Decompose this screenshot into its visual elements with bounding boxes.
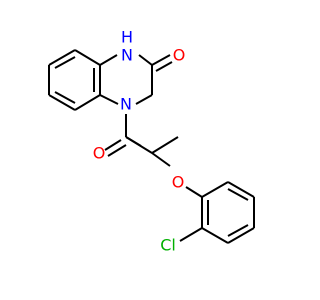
atom-n-lower: N	[120, 95, 132, 114]
ring-carbonyl	[151, 54, 173, 72]
atom-labels: H N O N O O Cl	[93, 28, 186, 255]
chlorophenyl-ring	[201, 181, 255, 244]
atom-nh-h: H	[121, 28, 133, 47]
acyl-chain	[104, 114, 179, 167]
aryl-ether-link	[185, 186, 203, 198]
chloro-bond	[179, 227, 203, 242]
chemical-structure-diagram: H N O N O O Cl	[48, 28, 255, 255]
pyrazinone-ring	[99, 54, 153, 105]
atom-o-acyl-carbonyl: O	[93, 144, 106, 163]
benzo-ring	[48, 49, 101, 111]
atom-n-amide-ring: N	[121, 46, 133, 65]
atom-o-ring-carbonyl: O	[173, 46, 186, 65]
atom-o-ether: O	[172, 173, 185, 192]
atom-cl: Cl	[160, 236, 176, 255]
